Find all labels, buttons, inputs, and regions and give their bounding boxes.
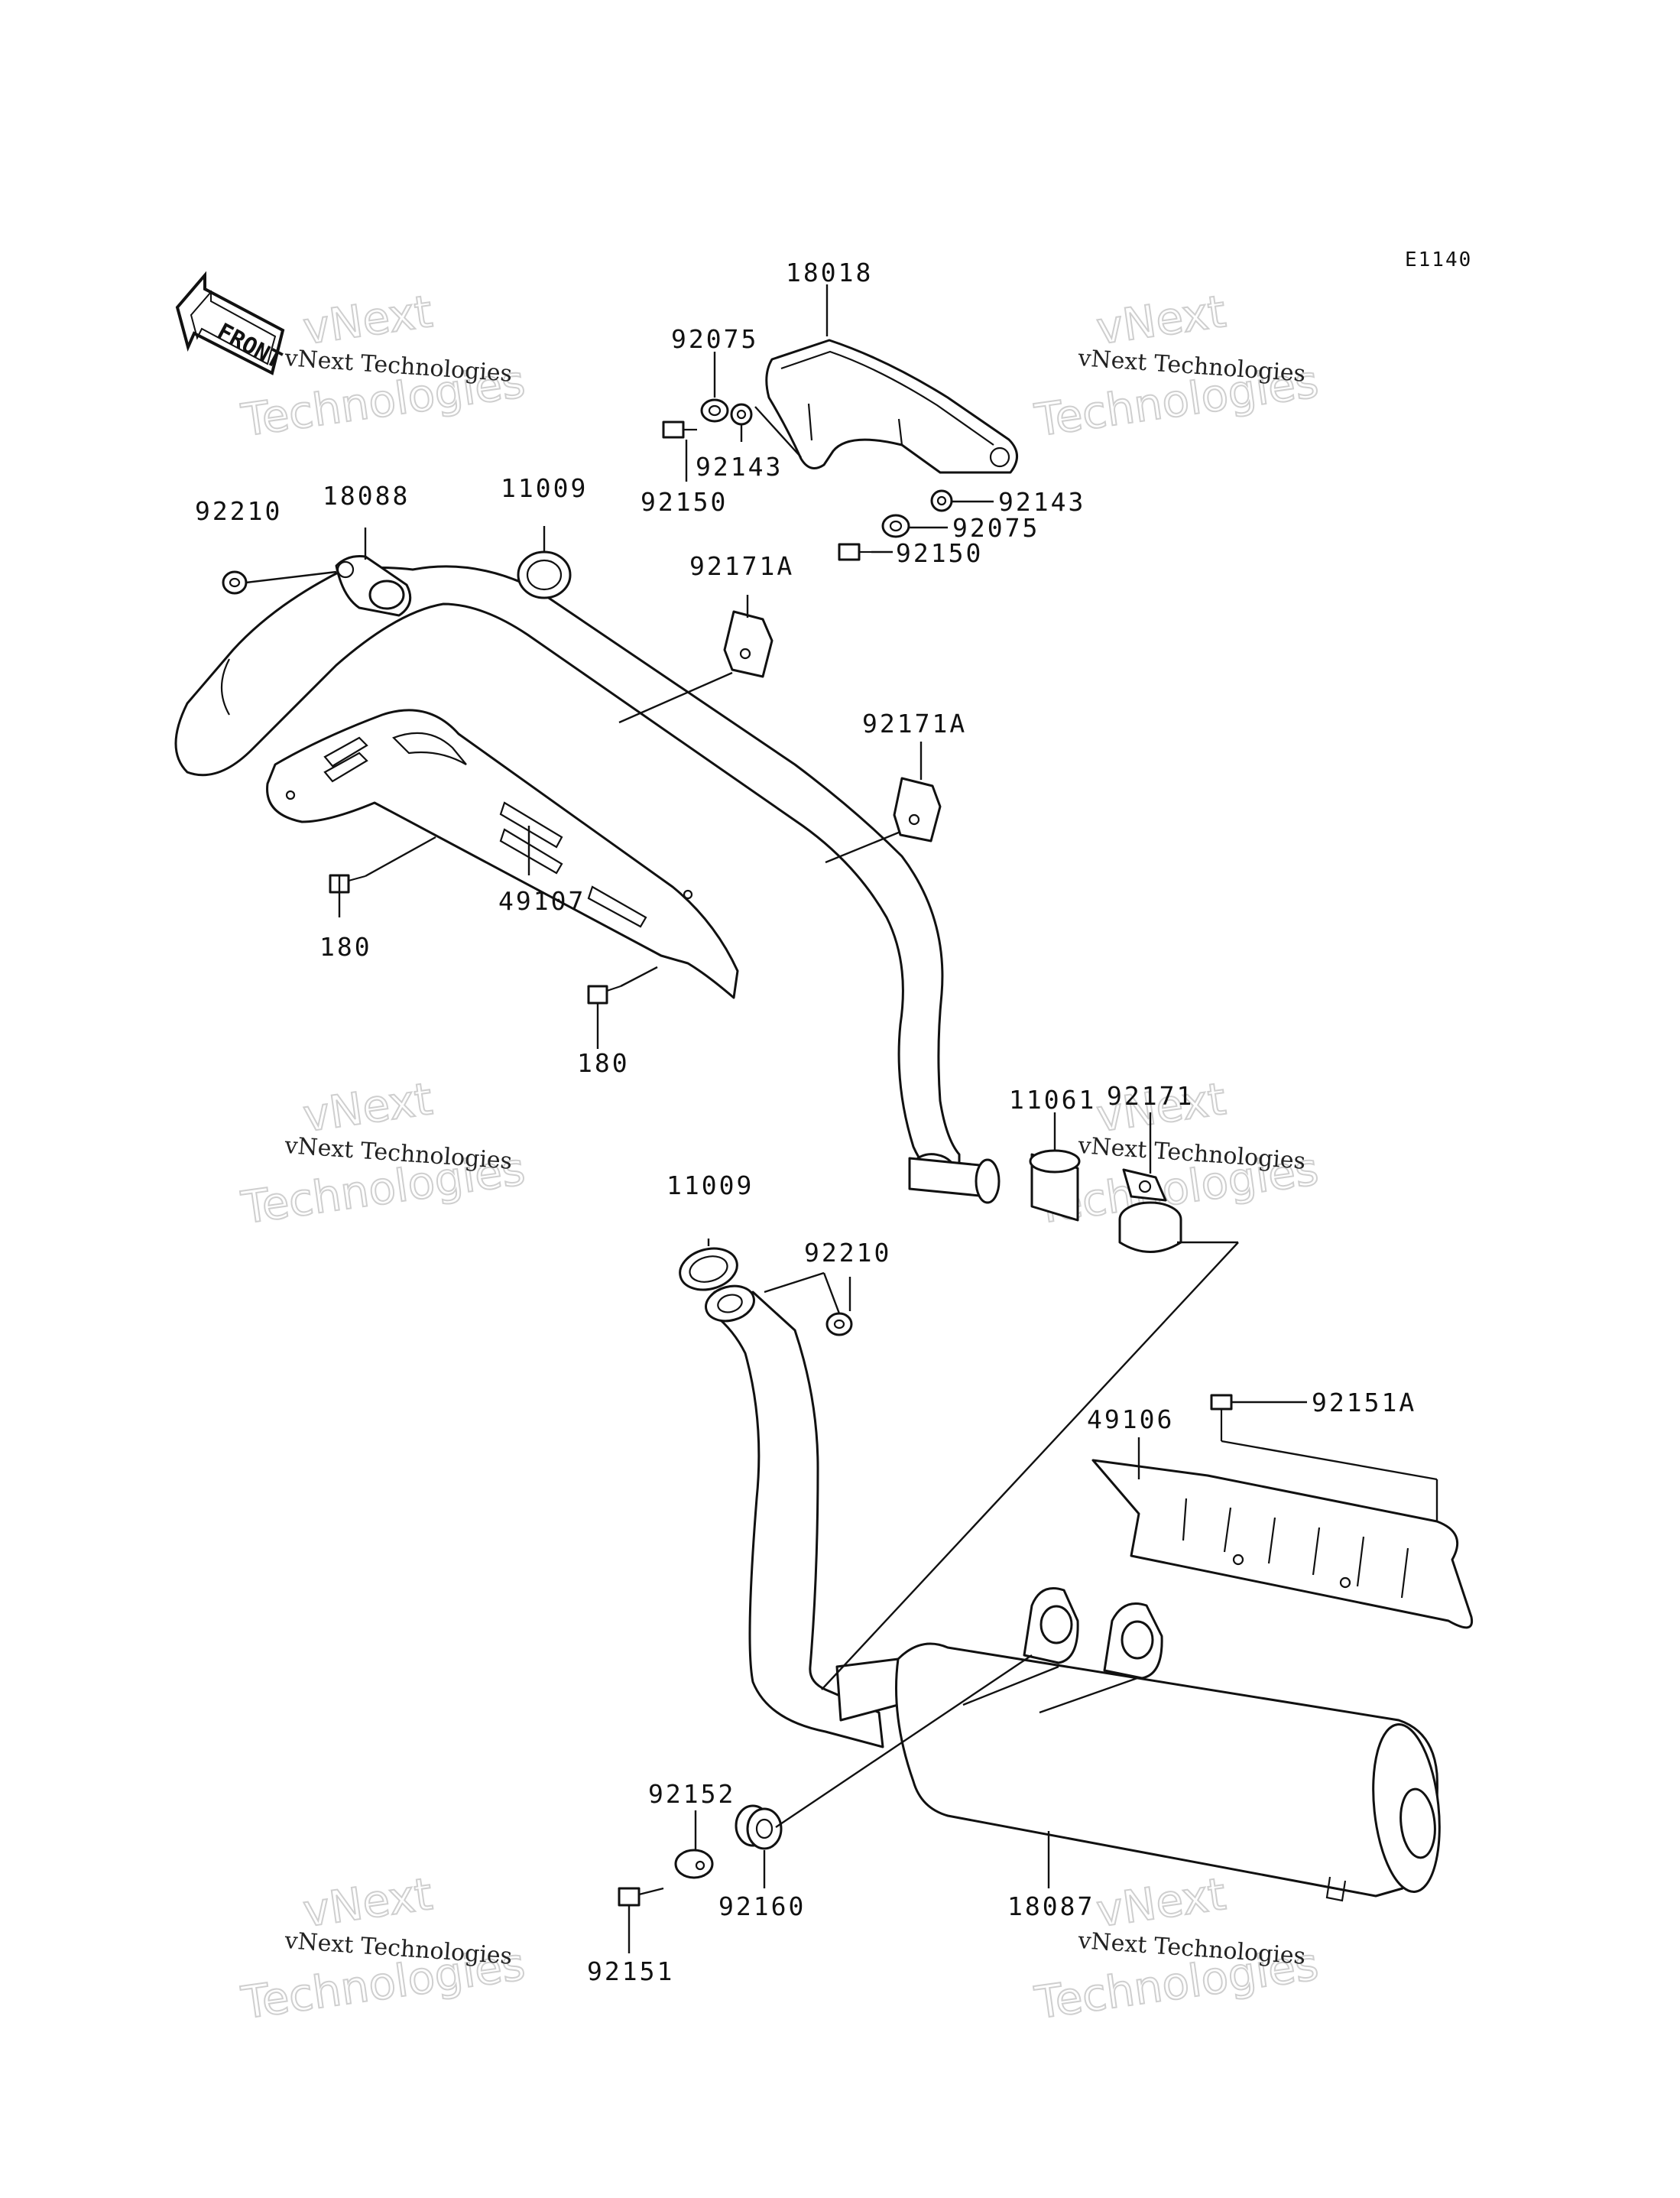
callout-92171: 92171 (1107, 1081, 1194, 1111)
callout-180-left: 180 (319, 932, 372, 962)
callout-labels: 18018 92075 92143 92150 92143 92075 9215… (195, 258, 1416, 1986)
callout-92150-right: 92150 (896, 538, 983, 568)
bolt-92150-right (838, 543, 871, 561)
heat-shield-49106 (1091, 1459, 1474, 1629)
upper-heat-shield-18018 (765, 339, 1018, 474)
svg-text:vNext: vNext (1093, 285, 1228, 355)
watermark-mid-left: vNext Technologies vNext Technologies (237, 1072, 528, 1235)
watermark-top-right: vNext Technologies vNext Technologies (1030, 284, 1322, 447)
clamp-92171 (1118, 1168, 1182, 1253)
watermark-top-left: vNext Technologies vNext Technologies (237, 284, 528, 447)
callout-180-bottom: 180 (577, 1048, 630, 1078)
washer-92152 (674, 1849, 714, 1879)
flange-18088 (335, 555, 412, 617)
callout-92151: 92151 (587, 1956, 674, 1986)
leader-lines (245, 284, 1438, 1953)
nut-92210-left (222, 570, 248, 595)
callout-92075-top: 92075 (671, 324, 758, 354)
diagram-code: E1140 (1405, 248, 1472, 271)
heat-shield-49107 (266, 709, 739, 999)
callout-92143-right: 92143 (998, 487, 1085, 517)
bolt-92150-top (662, 420, 697, 439)
bracket-92171A-upper (723, 610, 774, 678)
collar-92143-top (730, 403, 753, 426)
callout-92210-mid: 92210 (804, 1238, 891, 1268)
nut-92075-top (700, 398, 729, 423)
svg-text:vNext: vNext (300, 285, 435, 355)
gasket-11009-top (517, 550, 572, 599)
callout-92160: 92160 (718, 1891, 806, 1921)
callout-92152: 92152 (648, 1779, 735, 1809)
callout-92143-top: 92143 (696, 452, 783, 482)
callout-92075-right: 92075 (952, 513, 1039, 543)
nut-92210-mid (825, 1312, 853, 1336)
callout-92171A-upper: 92171A (689, 551, 794, 581)
callout-49107: 49107 (498, 886, 585, 916)
front-arrow-icon: FRONT (175, 271, 286, 375)
callout-18018: 18018 (786, 258, 873, 287)
upper-exhaust-pipe (174, 565, 1001, 1204)
nut-92075-right (881, 514, 910, 538)
muffler-18087 (835, 1587, 1441, 1902)
collar-92143-right (930, 489, 953, 512)
callout-49106: 49106 (1087, 1404, 1174, 1434)
gasket-11009-mid (679, 1247, 738, 1291)
svg-text:vNext: vNext (300, 1073, 435, 1142)
callout-18088: 18088 (323, 481, 410, 511)
bolt-92151A (1210, 1394, 1233, 1441)
lower-exhaust-pipe (705, 1284, 884, 1748)
callout-92151A: 92151A (1312, 1388, 1416, 1417)
watermark-bottom-left: vNext Technologies vNext Technologies (237, 1867, 528, 2030)
svg-text:vNext: vNext (1093, 1868, 1228, 1937)
callout-92171A-lower: 92171A (862, 709, 967, 739)
callout-92150-top: 92150 (641, 487, 728, 517)
callout-11009-mid: 11009 (666, 1170, 754, 1200)
bolt-180-bottom (587, 985, 621, 1005)
callout-92210-left: 92210 (195, 496, 282, 526)
bolt-92151 (618, 1887, 664, 1907)
bracket-92171A-lower (893, 777, 942, 843)
callout-11061: 11061 (1009, 1085, 1096, 1115)
grommet-92160 (735, 1804, 783, 1850)
svg-text:vNext: vNext (300, 1868, 435, 1937)
callout-18087: 18087 (1007, 1891, 1095, 1921)
callout-11009-top: 11009 (501, 473, 588, 503)
bolt-180-left (329, 874, 366, 894)
